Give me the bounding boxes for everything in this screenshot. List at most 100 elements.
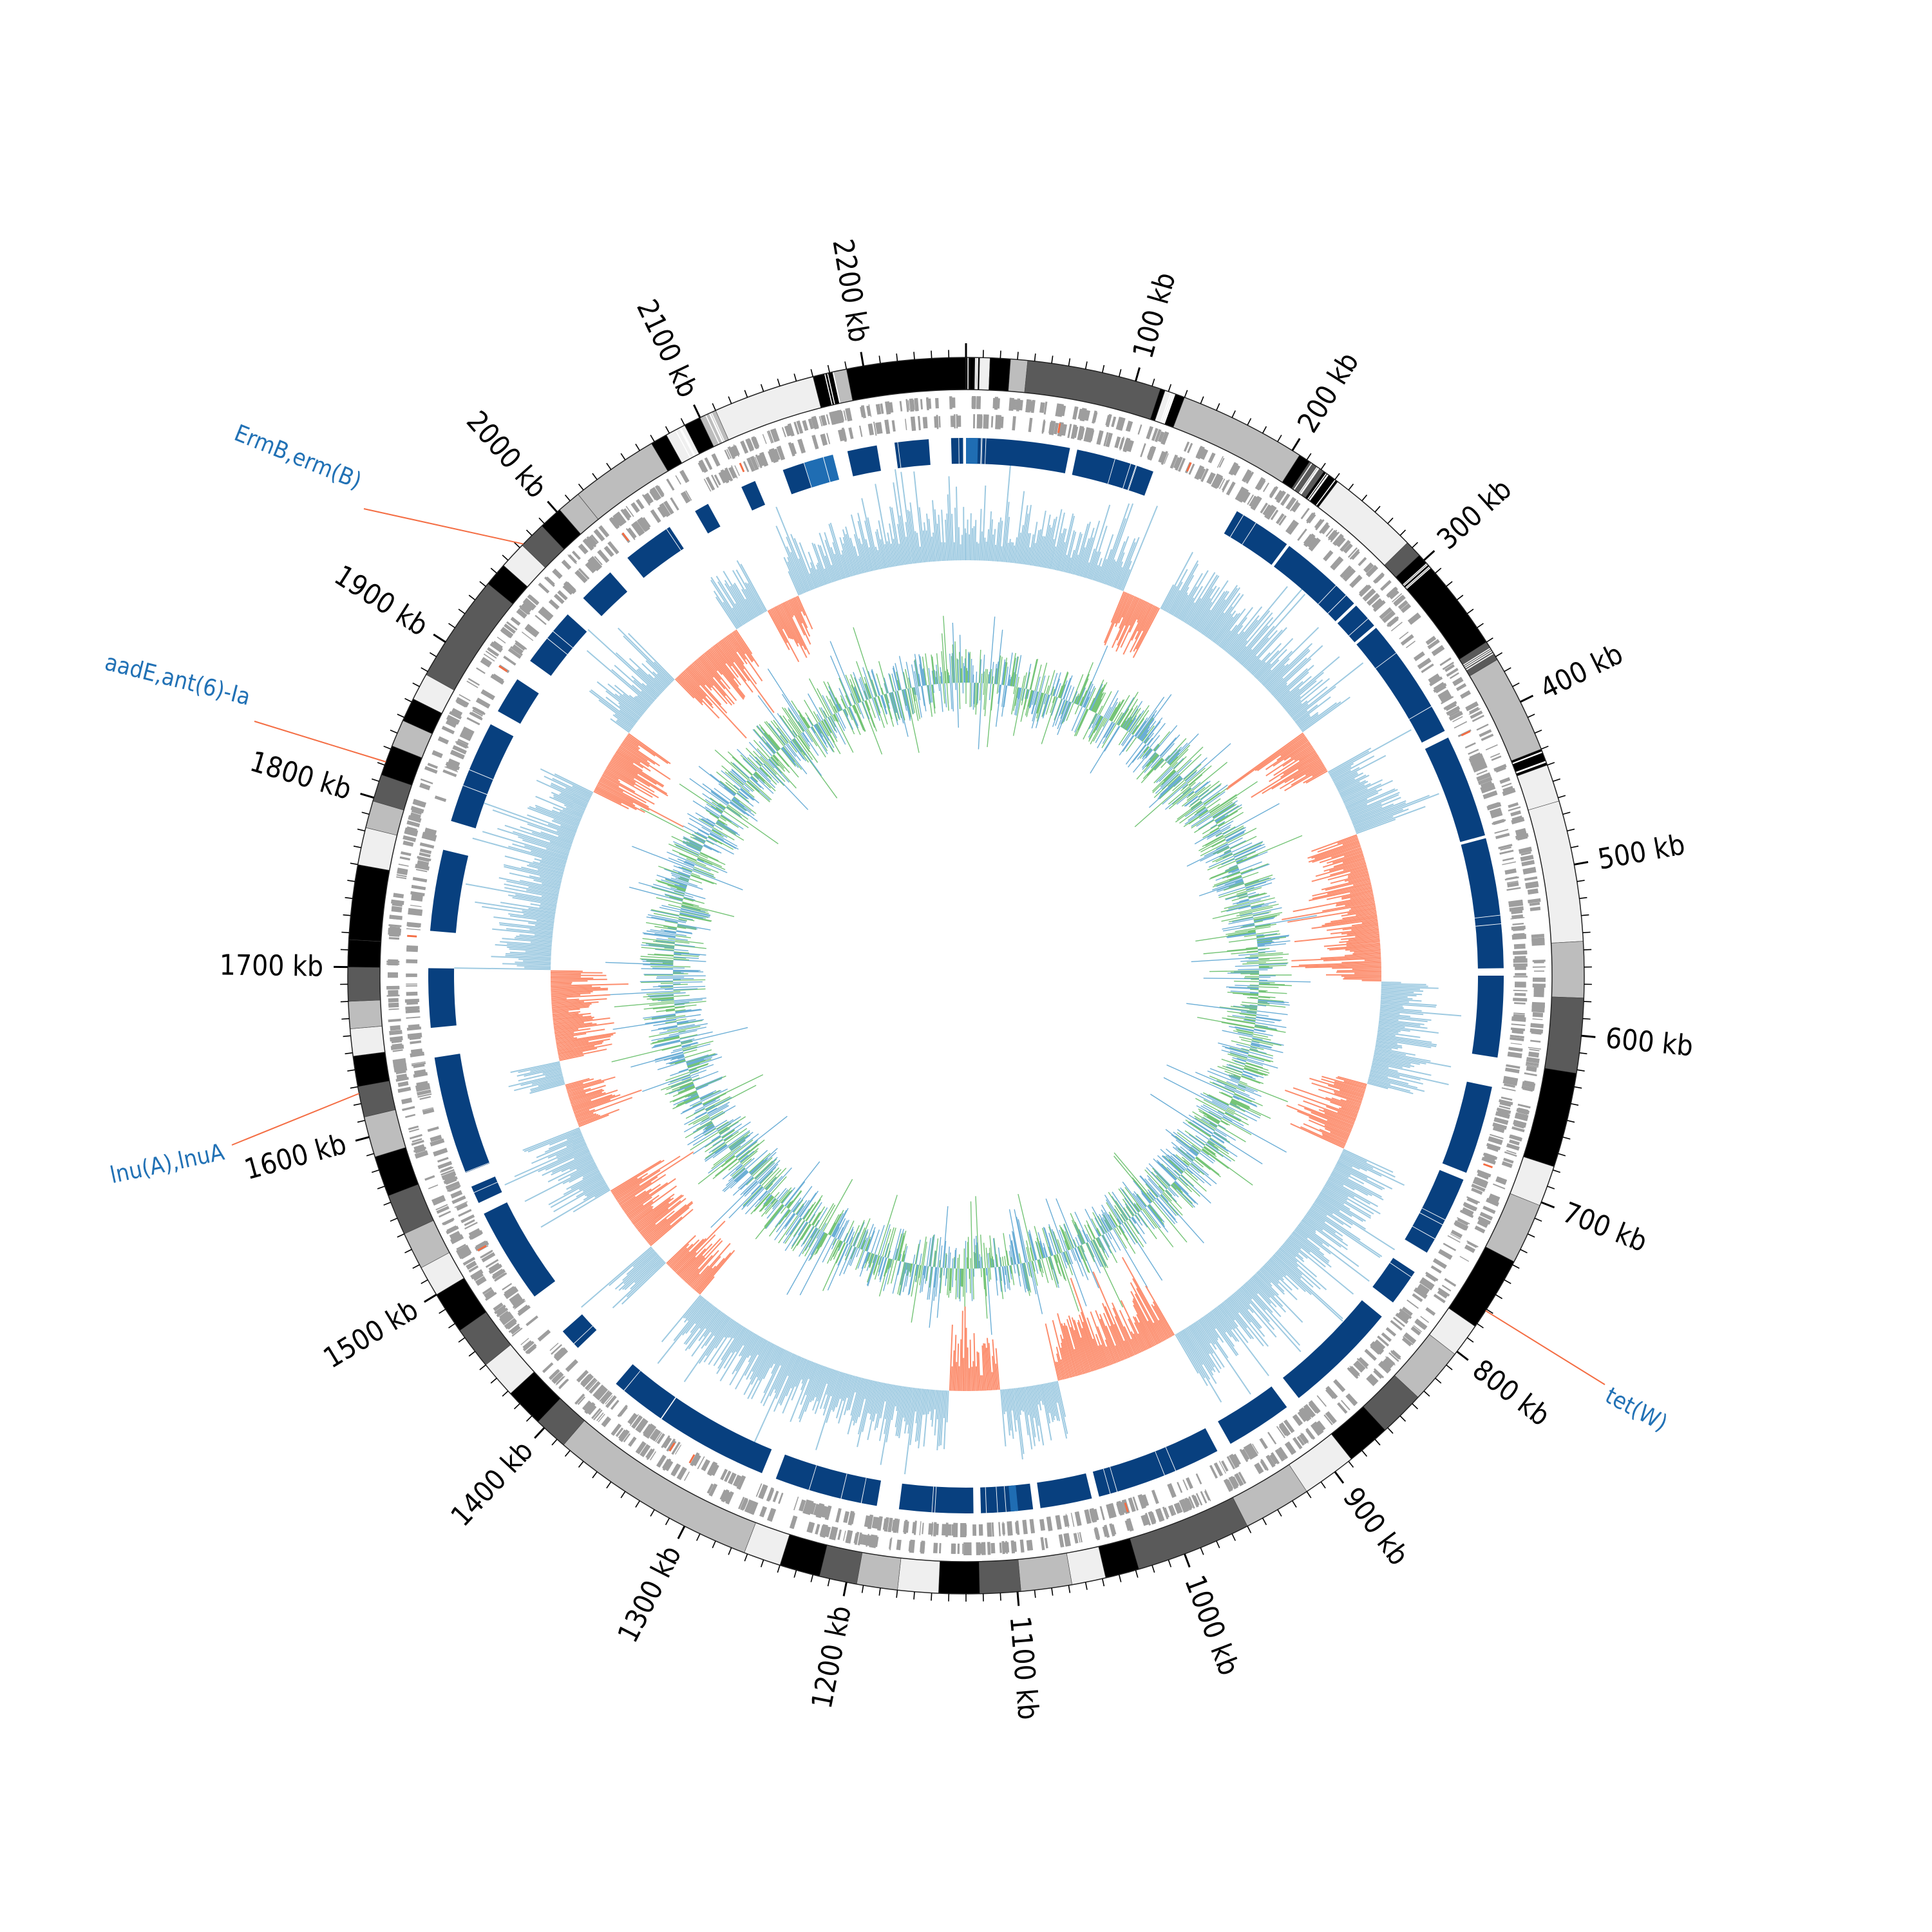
gc-bar (1153, 744, 1160, 752)
gc-bar (1135, 696, 1165, 737)
skew-negative (1061, 1323, 1077, 1377)
skew-positive (1195, 580, 1229, 630)
gc-bar (1160, 734, 1180, 757)
gc-bar (683, 825, 708, 839)
gc-bar (905, 1263, 911, 1287)
gc-bar (663, 1027, 678, 1030)
gc-bar (1057, 685, 1063, 698)
gc-bar (1194, 781, 1209, 793)
skew-positive (1115, 538, 1136, 589)
skew-negative (550, 972, 603, 974)
skew-negative (619, 1173, 667, 1206)
skew-negative (574, 1089, 642, 1115)
gc-bar (676, 1018, 687, 1021)
skew-positive (1353, 793, 1439, 828)
gc-bar (1242, 1071, 1258, 1077)
gc-bar (934, 1267, 937, 1288)
gc-bar (1078, 1245, 1090, 1273)
skew-positive (1378, 1022, 1428, 1029)
skew-positive (723, 571, 753, 620)
gc-bar (916, 687, 922, 718)
gc-bar (730, 800, 758, 822)
gc-bar (1238, 969, 1259, 971)
skew-positive (1182, 602, 1195, 622)
gc-bar (915, 1239, 921, 1265)
gc-bar (713, 1151, 732, 1166)
gc-bar (1212, 802, 1236, 819)
gc-bar (1048, 1233, 1057, 1255)
skew-positive (1001, 465, 1011, 562)
skew-negative (1097, 1345, 1107, 1367)
cds-forward (388, 937, 399, 940)
gc-bar (985, 1247, 989, 1268)
gc-bar (675, 941, 690, 944)
gc-bar (795, 1203, 804, 1215)
gc-bar (831, 1213, 844, 1236)
alignment-gap (882, 1481, 887, 1507)
gc-bar (829, 1240, 841, 1262)
skew-positive (1278, 1249, 1298, 1268)
gc-bar (1191, 801, 1202, 810)
gc-bar (678, 1030, 686, 1033)
gc-bar (878, 1256, 885, 1276)
gc-bar (792, 739, 802, 753)
gc-bar (680, 910, 710, 918)
gc-bar (1010, 1257, 1013, 1265)
skew-positive (756, 1343, 775, 1378)
skew-positive (648, 674, 665, 690)
skew-negative (1334, 1083, 1365, 1094)
gc-bar (1095, 1238, 1101, 1248)
gc-bar (1142, 747, 1151, 758)
skew-positive (1298, 1223, 1330, 1247)
skew-positive (710, 1313, 725, 1333)
skew-negative (718, 641, 735, 663)
skew-positive (1015, 1388, 1025, 1454)
gc-bar (1092, 684, 1106, 712)
gc-bar (828, 1214, 840, 1235)
gc-bar (688, 817, 712, 831)
gc-bar (792, 1223, 811, 1251)
skew-negative (629, 1185, 677, 1220)
gc-bar (750, 777, 764, 790)
gc-bar (715, 1119, 728, 1128)
skew-negative (1135, 604, 1153, 639)
gc-bar (1202, 784, 1228, 804)
gc-bar (895, 1229, 904, 1260)
skew-positive (1296, 714, 1311, 725)
skew-positive (683, 1296, 703, 1319)
gc-bar (1258, 983, 1285, 985)
skew-negative (1074, 1320, 1092, 1372)
skew-negative (788, 599, 811, 645)
gc-bar (757, 770, 776, 788)
skew-positive (495, 944, 552, 949)
skew-positive (1260, 650, 1293, 683)
gc-bar (1084, 1208, 1100, 1237)
gc-bar (804, 1229, 820, 1256)
skew-positive (1083, 562, 1090, 578)
gc-bar (1011, 687, 1017, 715)
gc-bar (1249, 1048, 1267, 1054)
gc-bar (1191, 815, 1211, 829)
skew-positive (1290, 686, 1328, 717)
skew-negative (676, 1252, 697, 1274)
gc-bar (788, 719, 800, 735)
gc-bar (790, 741, 804, 760)
skew-negative (1132, 1278, 1167, 1340)
gc-bar (826, 1239, 840, 1264)
gc-bar (1163, 1077, 1227, 1111)
skew-negative (576, 1112, 594, 1121)
gc-bar (1212, 1082, 1235, 1093)
skew-positive (1239, 649, 1253, 664)
gc-bar (1102, 723, 1115, 744)
gc-bar (740, 754, 757, 772)
gc-bar (1030, 690, 1035, 708)
gc-bar (1231, 1098, 1250, 1108)
gc-bar (1190, 800, 1202, 809)
gc-bar (772, 755, 784, 769)
gc-bar (681, 1042, 699, 1048)
gc-bar (1218, 1092, 1233, 1099)
gc-bar (978, 683, 983, 750)
gc-bar (732, 756, 753, 776)
skew-positive (1370, 1066, 1449, 1086)
gc-bar (930, 1234, 935, 1267)
